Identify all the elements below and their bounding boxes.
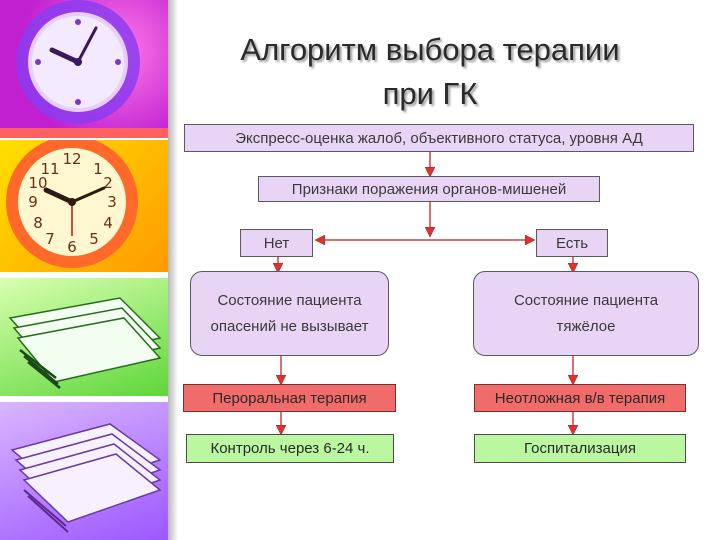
svg-text:6: 6 (67, 238, 77, 256)
iv-therapy-box: Неотложная в/в терапия (474, 384, 686, 412)
strip-separator (0, 272, 168, 278)
papers-image-purple (0, 402, 168, 540)
state-right-line1: Состояние пациента (513, 291, 659, 309)
svg-text:10: 10 (28, 174, 47, 192)
state-left-line1: Состояние пациента (217, 291, 362, 309)
svg-text:7: 7 (45, 230, 55, 248)
target-organ-signs-box: Признаки поражения органов-мишеней (258, 176, 600, 202)
svg-text:4: 4 (103, 214, 113, 232)
svg-text:12: 12 (62, 150, 81, 168)
hospitalization-box: Госпитализация (474, 434, 686, 463)
state-severe-box: Состояние пациента тяжёлое (473, 271, 699, 356)
svg-text:9: 9 (28, 193, 38, 211)
answer-no-box: Нет (240, 229, 313, 257)
papers-image-green (0, 278, 168, 396)
svg-text:3: 3 (107, 193, 117, 211)
slide-title: Алгоритм выбора терапии при ГК (190, 28, 670, 116)
slide-title-line1: Алгоритм выбора терапии (240, 32, 620, 67)
svg-text:5: 5 (89, 230, 99, 248)
state-right-line2: тяжёлое (556, 317, 616, 335)
svg-text:1: 1 (93, 160, 103, 178)
strip-separator (0, 128, 168, 138)
clock-image-purple (0, 0, 168, 128)
clock-icon (16, 0, 140, 124)
papers-icon (10, 423, 162, 533)
svg-text:8: 8 (33, 214, 43, 232)
svg-text:2: 2 (103, 174, 113, 192)
oral-therapy-box: Пероральная терапия (183, 384, 396, 412)
state-not-concerning-box: Состояние пациента опасений не вызывает (190, 271, 389, 356)
strip-separator (0, 396, 168, 402)
slide-title-line2: при ГК (382, 76, 478, 111)
strip-shadow (168, 0, 178, 540)
svg-text:11: 11 (40, 160, 59, 178)
state-left-line2: опасений не вызывает (210, 317, 369, 335)
papers-icon (8, 297, 162, 389)
control-box: Контроль через 6-24 ч. (186, 434, 394, 463)
answer-yes-box: Есть (536, 229, 608, 257)
express-assessment-box: Экспресс-оценка жалоб, объективного стат… (184, 124, 694, 152)
